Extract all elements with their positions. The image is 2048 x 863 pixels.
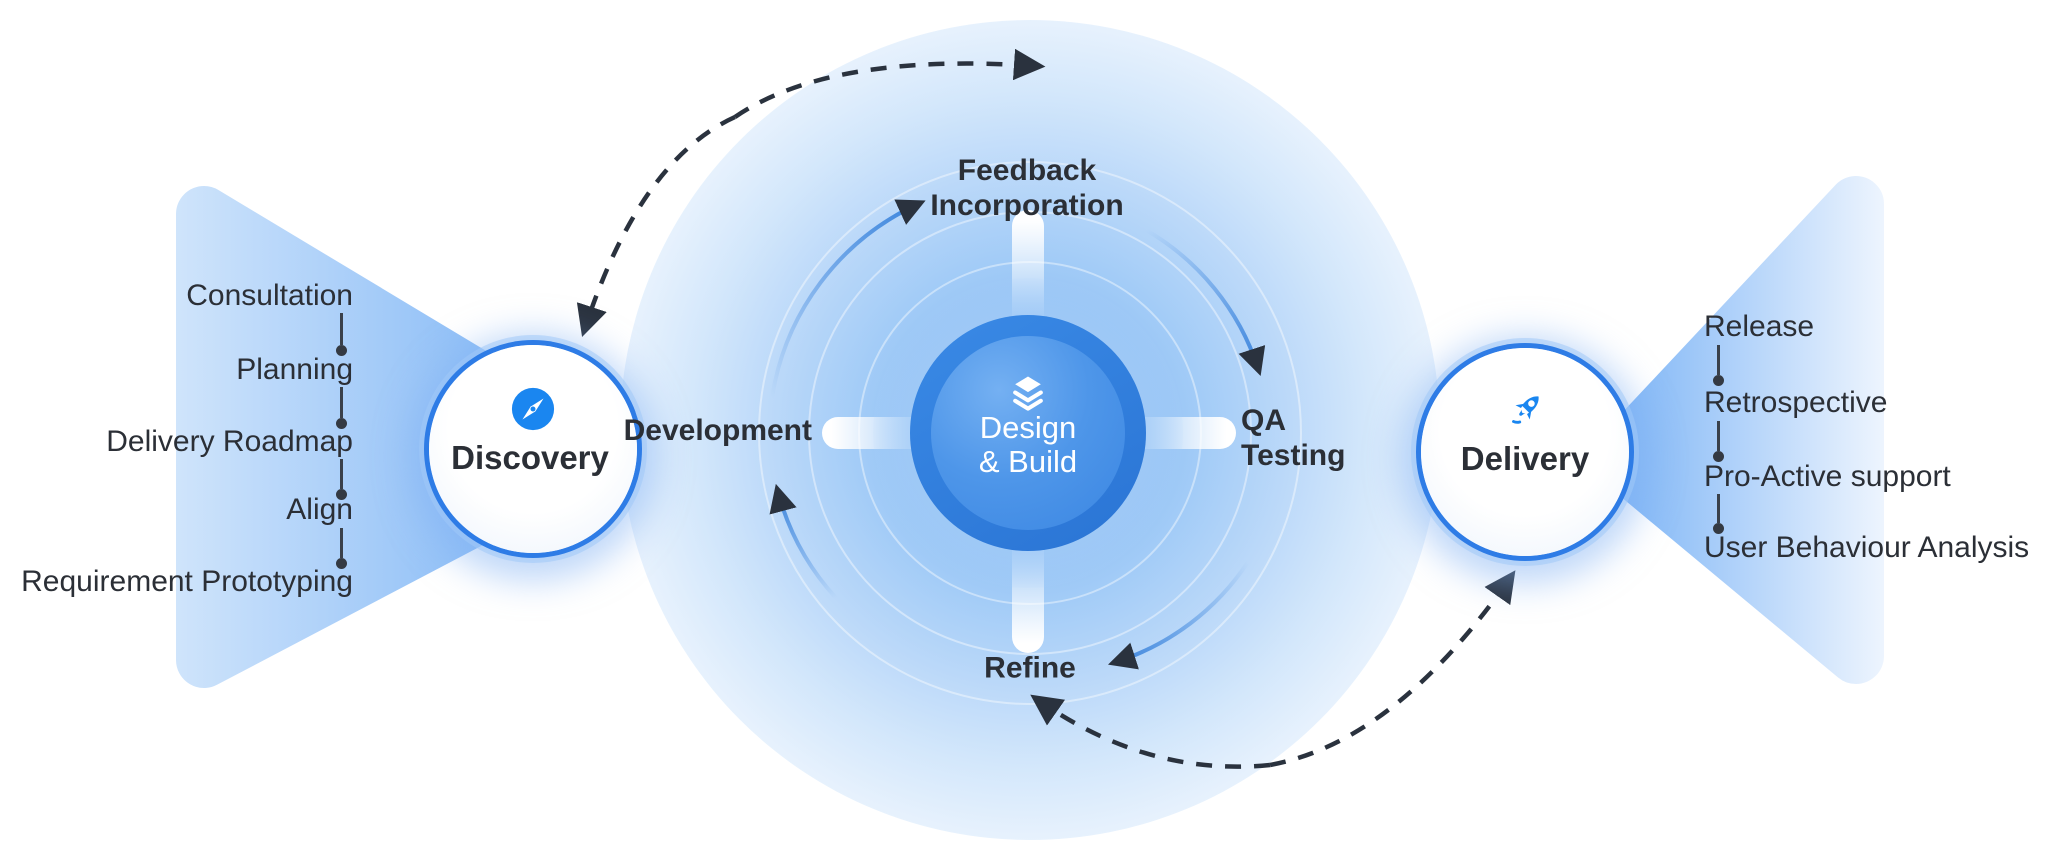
- delivery-label: Delivery: [1460, 440, 1590, 477]
- connector-dot: [336, 558, 347, 569]
- dashed-arrow-to-refine: [1030, 694, 1271, 769]
- connector-line: [340, 387, 343, 418]
- connector-dot: [336, 345, 347, 356]
- cycle-label-refine: Refine: [984, 651, 1076, 685]
- center-node: [931, 336, 1125, 530]
- dashed-arrow-to-delivery: [1269, 570, 1516, 768]
- qa-line1: QA: [1241, 404, 1286, 437]
- right-funnel-shape: [1590, 176, 1884, 684]
- rocket-icon: [1512, 396, 1539, 424]
- center-node-label-line1: Design: [979, 410, 1077, 445]
- qa-line2: Testing: [1241, 439, 1346, 472]
- connector-dot: [1713, 375, 1724, 386]
- cycle-arc-feedback-to-qa: [1144, 228, 1266, 376]
- feedback-line1: Feedback: [957, 154, 1097, 187]
- center-node-label: Design & Build: [979, 411, 1077, 479]
- connector-dot: [336, 489, 347, 500]
- layers-icon: [1013, 376, 1043, 411]
- center-node-label-line2: & Build: [978, 444, 1078, 479]
- funnel-left-item: Consultation: [186, 279, 353, 312]
- glow-ripple: [758, 161, 1302, 705]
- connector-line: [340, 313, 343, 345]
- cycle-arc-qa-to-refine: [1108, 560, 1250, 670]
- compass-icon: [511, 387, 555, 431]
- funnel-right-item: Retrospective: [1704, 386, 1888, 419]
- cycle-arc-refine-to-development: [769, 483, 838, 600]
- funnel-left-item: Requirement Prototyping: [21, 565, 353, 598]
- discovery-label: Discovery: [451, 439, 609, 476]
- cycle-label-feedback: Feedback Incorporation: [930, 153, 1123, 223]
- connector-line: [340, 459, 343, 489]
- left-funnel-shape: [176, 186, 628, 688]
- funnel-left-item: Delivery Roadmap: [106, 425, 353, 458]
- funnel-right-item: Release: [1704, 310, 1815, 343]
- dashed-arrow-to-discovery: [576, 114, 736, 337]
- funnel-left-item: Planning: [236, 353, 353, 386]
- funnel-right-item: Pro-Active support: [1704, 460, 1951, 493]
- delivery-node: [1421, 348, 1629, 556]
- funnel-right-item: User Behaviour Analysis: [1704, 531, 2030, 564]
- cycle-label-development: Development: [623, 414, 812, 447]
- discovery-node: [429, 345, 637, 553]
- cycle-arc-development-to-feedback: [770, 199, 926, 400]
- connector-dot: [1713, 451, 1724, 462]
- connector-line: [1717, 494, 1720, 523]
- feedback-line2: Incorporation: [930, 189, 1124, 222]
- connector-dot: [1713, 523, 1724, 534]
- dashed-arrow-to-cycle-top: [733, 48, 1046, 119]
- connector-line: [1717, 345, 1720, 375]
- connector-line: [340, 528, 343, 558]
- connector-line: [1717, 421, 1720, 451]
- cycle-label-qa-testing: QA Testing: [1241, 403, 1345, 473]
- connector-dot: [336, 418, 347, 429]
